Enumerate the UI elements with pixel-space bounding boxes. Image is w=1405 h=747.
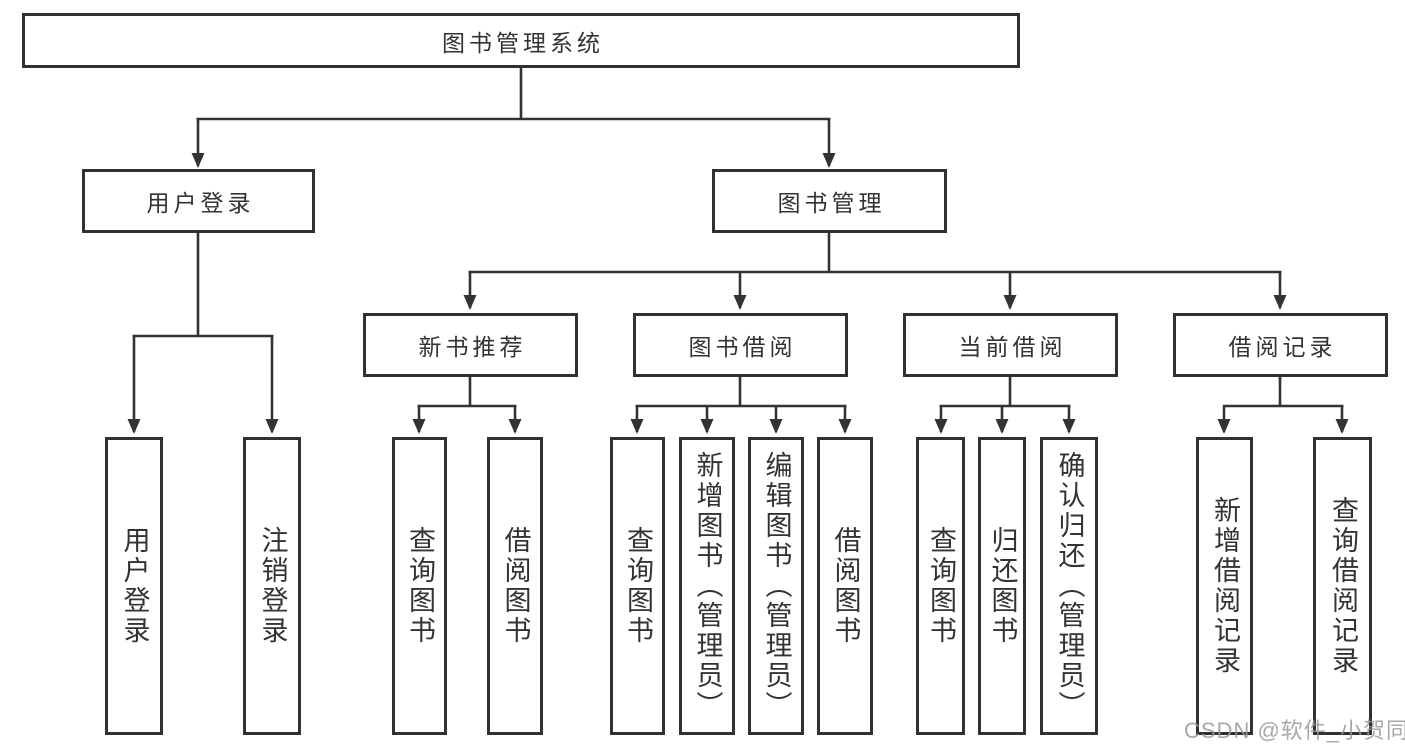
node-label: 借阅图书	[500, 526, 531, 646]
node-br-query-record: 查询借阅记录	[1313, 437, 1372, 735]
node-label: 用户登录	[119, 526, 150, 646]
node-label: 图书管理	[777, 190, 886, 216]
node-label: 查询图书	[405, 526, 435, 646]
node-root: 图书管理系统	[22, 13, 1020, 68]
node-cb-return-book: 归还图书	[978, 437, 1026, 735]
node-new-book-rec: 新书推荐	[363, 313, 578, 377]
node-label: 查询借阅记录	[1328, 496, 1358, 676]
node-cb-query-book: 查询图书	[916, 437, 965, 735]
node-label: 借阅记录	[1228, 334, 1337, 360]
node-cb-confirm-return: 确认归还（管理员）	[1040, 437, 1098, 735]
node-book-borrow: 图书借阅	[633, 313, 848, 377]
node-label: 编辑图书（管理员）	[761, 451, 792, 721]
node-label: 用户登录	[146, 190, 255, 216]
node-label: 借阅图书	[830, 526, 861, 646]
node-label: 查询图书	[623, 526, 653, 646]
node-login: 用户登录	[105, 437, 163, 735]
node-br-add-record: 新增借阅记录	[1196, 437, 1253, 735]
node-book-mgmt: 图书管理	[712, 169, 947, 233]
node-bb-borrow-book: 借阅图书	[817, 437, 873, 735]
node-borrow-records: 借阅记录	[1173, 313, 1388, 377]
node-label: 新增图书（管理员）	[692, 451, 723, 721]
node-rec-borrow-book: 借阅图书	[487, 437, 543, 735]
node-label: 当前借阅	[958, 334, 1067, 360]
node-label: 查询图书	[926, 526, 956, 646]
node-label: 新增借阅记录	[1210, 496, 1240, 676]
node-current-borrow: 当前借阅	[903, 313, 1118, 377]
node-logout: 注销登录	[243, 437, 301, 735]
node-label: 归还图书	[987, 526, 1018, 646]
node-bb-add-book: 新增图书（管理员）	[679, 437, 735, 735]
node-label: 注销登录	[257, 526, 288, 646]
node-rec-query-book: 查询图书	[392, 437, 447, 735]
node-label: 图书借阅	[688, 334, 797, 360]
node-user-login: 用户登录	[82, 169, 315, 233]
watermark: CSDN @软件_小贺同学	[1184, 718, 1405, 743]
node-label: 确认归还（管理员）	[1054, 451, 1085, 721]
node-bb-query-book: 查询图书	[610, 437, 665, 735]
node-bb-edit-book: 编辑图书（管理员）	[748, 437, 804, 735]
node-label: 新书推荐	[418, 334, 527, 360]
node-label: 图书管理系统	[442, 29, 604, 56]
